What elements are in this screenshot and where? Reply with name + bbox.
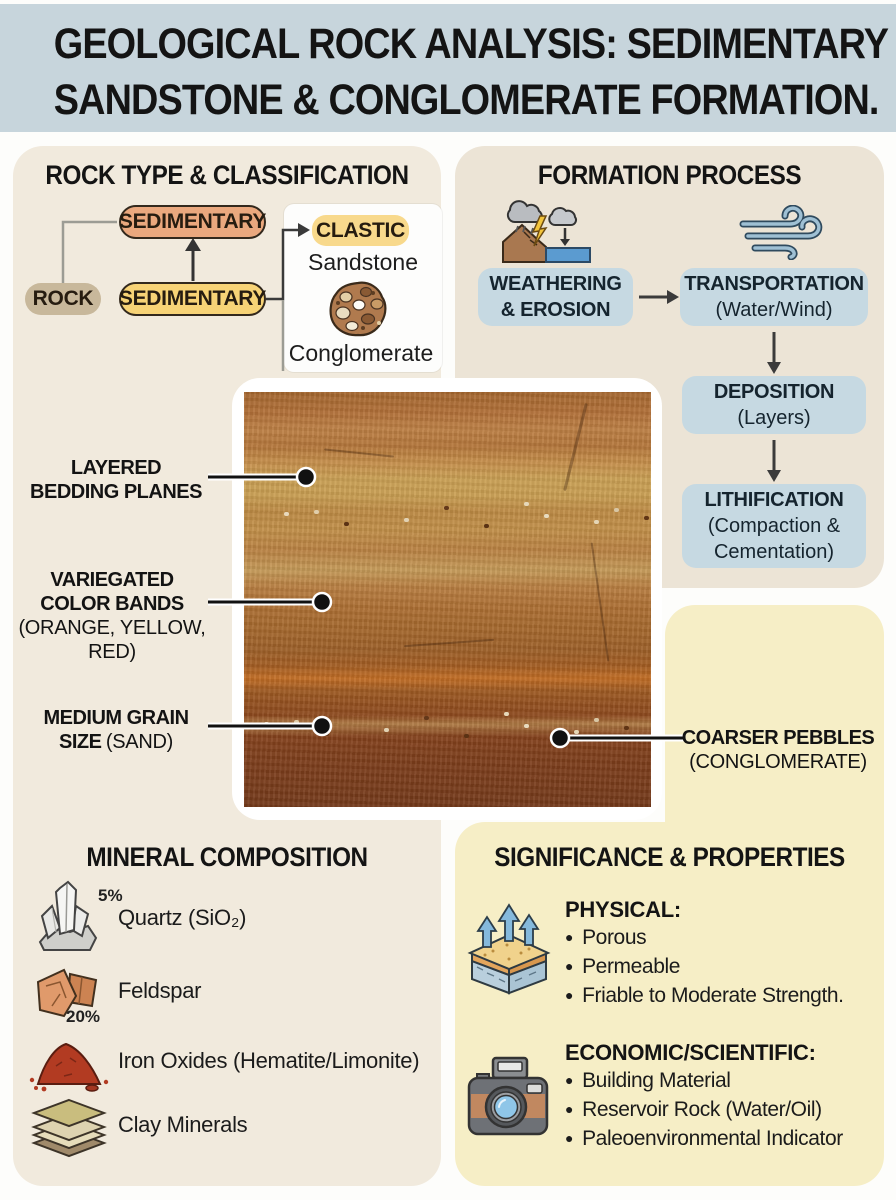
physical-item-3: Friable to Moderate Strength. bbox=[565, 984, 844, 1008]
weathering-line1: WEATHERING bbox=[489, 273, 622, 295]
callout-bands-line4: RED) bbox=[88, 641, 136, 663]
economic-item-1: Building Material bbox=[565, 1069, 731, 1093]
callout-bands-line2: COLOR BANDS bbox=[40, 593, 184, 615]
physical-item-2: Permeable bbox=[565, 955, 680, 979]
deposition-box: DEPOSITION (Layers) bbox=[682, 376, 866, 434]
deposition-line1: DEPOSITION bbox=[713, 381, 835, 403]
rock-photo bbox=[244, 392, 651, 807]
quartz-pct: 5% bbox=[98, 886, 123, 905]
weathering-erosion-icon bbox=[502, 200, 591, 263]
clastic-label: CLASTIC bbox=[316, 218, 405, 242]
rock-node-label: ROCK bbox=[32, 287, 94, 310]
lithification-line2: (Compaction & bbox=[707, 515, 841, 537]
rock-node: ROCK bbox=[25, 283, 101, 315]
sedimentary-parent-node: SEDIMENTARY bbox=[119, 205, 266, 239]
pebble-specks bbox=[264, 722, 269, 726]
callout-grain: MEDIUM GRAIN SIZE (SAND) bbox=[26, 706, 206, 756]
iron-oxides-icon bbox=[29, 1042, 109, 1092]
header-band: GEOLOGICAL ROCK ANALYSIS: SEDIMENTARY SA… bbox=[0, 4, 896, 132]
weathering-erosion-box: WEATHERING & EROSION bbox=[478, 268, 633, 326]
sedimentary-child-node: SEDIMENTARY bbox=[119, 282, 266, 316]
deposition-line2: (Layers) bbox=[737, 407, 811, 429]
camera-icon bbox=[467, 1056, 549, 1136]
feldspar-pct: 20% bbox=[66, 1007, 101, 1026]
sedimentary-child-label: SEDIMENTARY bbox=[118, 287, 267, 310]
quartz-label: Quartz (SiO₂) bbox=[118, 905, 247, 930]
page-title-line2: SANDSTONE & CONGLOMERATE FORMATION. bbox=[53, 76, 880, 124]
callout-pebbles-line2: (CONGLOMERATE) bbox=[689, 751, 867, 773]
rock-crack bbox=[324, 448, 394, 458]
physical-title: PHYSICAL: bbox=[565, 897, 681, 922]
callout-bands: VARIEGATED COLOR BANDS (ORANGE, YELLOW, … bbox=[16, 568, 208, 664]
transportation-box: TRANSPORTATION (Water/Wind) bbox=[680, 268, 868, 326]
rock-crack bbox=[590, 542, 610, 662]
callout-grain-line1: MEDIUM GRAIN bbox=[43, 707, 189, 729]
callout-bedding-line1: LAYERED bbox=[70, 457, 162, 479]
callout-pebbles: COARSER PEBBLES (CONGLOMERATE) bbox=[678, 726, 878, 774]
iron-oxides-label: Iron Oxides (Hematite/Limonite) bbox=[118, 1048, 420, 1073]
clay-minerals-label: Clay Minerals bbox=[118, 1112, 248, 1137]
quartz-icon bbox=[38, 880, 98, 951]
callout-bands-line3: (ORANGE, YELLOW, bbox=[18, 617, 206, 639]
callout-bands-line1: VARIEGATED bbox=[50, 569, 174, 591]
porosity-icon bbox=[467, 903, 551, 995]
significance-panel-upper bbox=[665, 605, 884, 822]
physical-item-1: Porous bbox=[565, 926, 647, 950]
feldspar-label: Feldspar bbox=[118, 978, 202, 1003]
transportation-line2: (Water/Wind) bbox=[715, 299, 833, 321]
conglomerate-icon bbox=[329, 281, 387, 337]
sand-specks bbox=[284, 512, 289, 516]
callout-grain-bold: SIZE bbox=[59, 731, 102, 753]
feldspar-icon bbox=[36, 968, 98, 1018]
lithification-line1: LITHIFICATION bbox=[704, 489, 844, 511]
callout-bedding: LAYERED BEDDING PLANES bbox=[26, 456, 206, 504]
economic-item-2: Reservoir Rock (Water/Oil) bbox=[565, 1098, 822, 1122]
minerals-heading: MINERAL COMPOSITION bbox=[86, 842, 368, 872]
lithification-box: LITHIFICATION (Compaction & Cementation) bbox=[682, 484, 866, 568]
rock-crack bbox=[563, 402, 588, 492]
page-title-line1: GEOLOGICAL ROCK ANALYSIS: SEDIMENTARY bbox=[53, 20, 889, 68]
lithification-line3: Cementation) bbox=[713, 541, 835, 563]
clay-minerals-icon bbox=[31, 1098, 107, 1158]
weathering-line2: & EROSION bbox=[500, 299, 611, 321]
callout-bedding-line2: BEDDING PLANES bbox=[30, 481, 202, 503]
significance-heading: SIGNIFICANCE & PROPERTIES bbox=[494, 842, 845, 872]
clastic-node: CLASTIC bbox=[312, 215, 409, 246]
economic-item-3: Paleoenvironmental Indicator bbox=[565, 1127, 843, 1151]
formation-heading: FORMATION PROCESS bbox=[537, 160, 802, 190]
sedimentary-parent-label: SEDIMENTARY bbox=[118, 210, 267, 233]
classification-heading: ROCK TYPE & CLASSIFICATION bbox=[45, 160, 409, 190]
wind-icon bbox=[739, 205, 823, 260]
conglomerate-label: Conglomerate bbox=[288, 340, 434, 366]
economic-title: ECONOMIC/SCIENTIFIC: bbox=[565, 1040, 816, 1065]
callout-grain-reg: (SAND) bbox=[105, 731, 173, 753]
callout-pebbles-line1: COARSER PEBBLES bbox=[681, 727, 875, 749]
rock-crack bbox=[404, 638, 494, 648]
sandstone-label: Sandstone bbox=[308, 249, 418, 275]
transportation-line1: TRANSPORTATION bbox=[684, 273, 864, 295]
